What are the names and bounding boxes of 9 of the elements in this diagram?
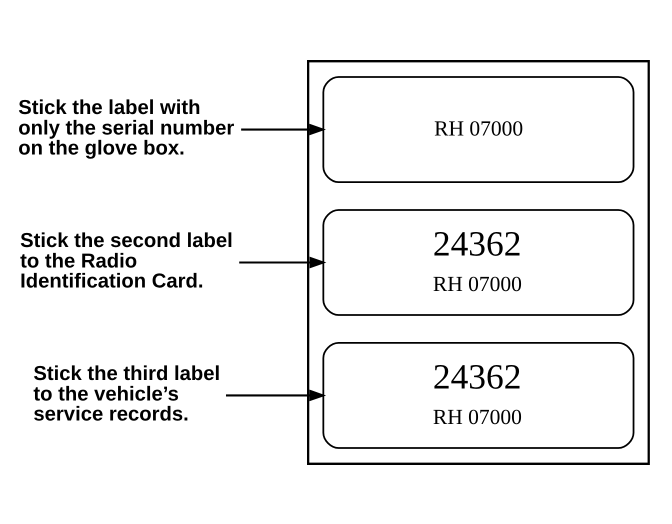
arrow — [239, 256, 326, 268]
node-text: Stick the third label to the vehicle’s service records. — [33, 362, 220, 426]
arrow — [226, 389, 326, 401]
node-box: RH 07000 — [322, 76, 634, 182]
arrow — [241, 123, 326, 135]
node-text: Stick the label with only the serial number on the glove box. — [18, 96, 234, 160]
node-box: 24362 RH 07000 — [322, 342, 634, 448]
node-box: 24362 RH 07000 — [322, 208, 634, 316]
node-text: Stick the second label to the Radio Identification Card. — [20, 230, 233, 292]
